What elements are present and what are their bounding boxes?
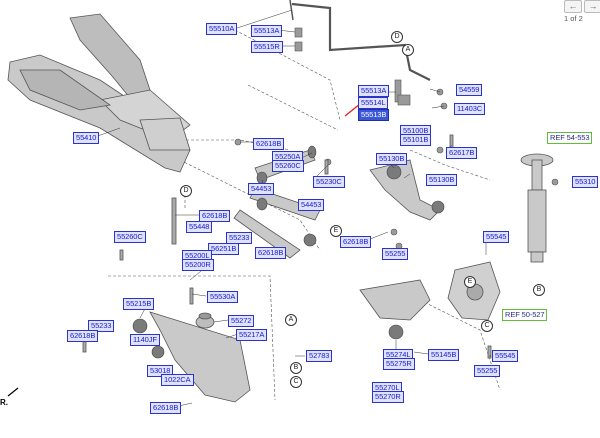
callout-54453[interactable]: 54453 [248,183,275,195]
callout-62618B[interactable]: 62618B [150,402,182,414]
marker-c: C [290,376,302,388]
callout-54559[interactable]: 54559 [456,84,483,96]
callout-55270R[interactable]: 55270R [372,391,404,403]
shock-absorber [520,153,554,263]
marker-d: D [391,31,403,43]
marker-d: D [180,185,192,197]
callout-1140JF[interactable]: 1140JF [130,334,160,346]
callout-62618B[interactable]: 62618B [67,330,99,342]
callout-55255[interactable]: 55255 [382,248,409,260]
prev-page-button[interactable]: ← [564,0,582,13]
spring-seat [195,312,215,329]
marker-e: E [330,225,342,237]
marker-c: C [481,320,493,332]
callout-54453[interactable]: 54453 [298,199,325,211]
callout-55130B[interactable]: 55130B [376,153,408,165]
callout-55448[interactable]: 55448 [186,221,213,233]
callout-55410[interactable]: 55410 [73,132,100,144]
callout-1022CA[interactable]: 1022CA [161,374,194,386]
stabilizer-bar [289,0,431,81]
callout-55200R[interactable]: 55200R [182,259,214,271]
front-arrow-icon [7,387,19,397]
callout-62618B[interactable]: 62618B [253,138,285,150]
callout-55513A[interactable]: 55513A [358,85,390,97]
bolts [82,134,492,359]
marker-a: A [285,314,297,326]
marker-b: B [290,362,302,374]
callout-56251B[interactable]: 56251B [208,243,240,255]
callout-55101B[interactable]: 55101B [400,134,432,146]
marker-e: E [464,276,476,288]
callout-55272[interactable]: 55272 [228,315,255,327]
callout-55217A[interactable]: 55217A [236,329,268,341]
ref-link-54-553[interactable]: REF 54-553 [547,132,593,144]
callout-55513A[interactable]: 55513A [251,25,283,37]
subframe-crossmember [7,13,191,173]
callout-55215B[interactable]: 55215B [123,298,155,310]
callout-55515R[interactable]: 55515R [251,41,283,53]
callout-11403[interactable]: 11403C [454,103,486,115]
callout-62617B[interactable]: 62617B [446,147,478,159]
marker-a: A [402,44,414,56]
lower-control-arm [149,279,431,403]
callout-52783[interactable]: 52783 [306,350,333,362]
marker-b: B [533,284,545,296]
knuckle [447,261,501,321]
callout-62618B[interactable]: 62618B [199,210,231,222]
callout-62618B[interactable]: 62618B [340,236,372,248]
callout-55130B[interactable]: 55130B [426,174,458,186]
callout-55233[interactable]: 55233 [88,320,115,332]
bushings [132,145,445,359]
callout-55530A[interactable]: 55530A [207,291,239,303]
small-hardware [234,27,559,250]
callout-55545[interactable]: 55545 [492,350,519,362]
callout-55510A[interactable]: 55510A [206,23,238,35]
callout-55230C[interactable]: 55230C [313,176,345,188]
callout-55275R[interactable]: 55275R [383,358,415,370]
callout-55545[interactable]: 55545 [483,231,510,243]
callout-55145B[interactable]: 55145B [428,349,460,361]
ref-link-50-527[interactable]: REF 50-527 [502,309,548,321]
callout-55260C[interactable]: 55260C [272,160,304,172]
callout-55255[interactable]: 55255 [474,365,501,377]
callout-55513B[interactable]: 55513B [358,109,390,121]
callout-55514L[interactable]: 55514L [358,97,389,109]
page-indicator: 1 of 2 [564,14,583,23]
front-direction-label: R. [0,398,8,407]
next-page-button[interactable]: → [584,0,600,13]
callout-55260C[interactable]: 55260C [114,231,146,243]
callout-62618B[interactable]: 62618B [255,247,287,259]
callout-55310[interactable]: 55310 [572,176,599,188]
